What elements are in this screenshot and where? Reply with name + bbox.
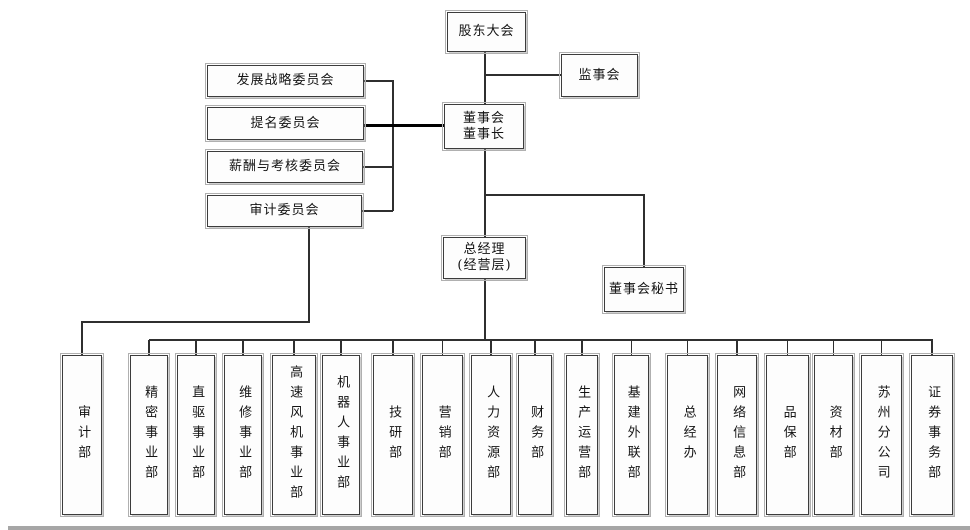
node-label: 股东大会 [458, 24, 515, 39]
connector-line [364, 80, 393, 82]
node-label: 营销部 [435, 405, 451, 465]
connector-line [340, 340, 342, 355]
node-committee-remuneration-appraisal: 薪酬与考核委员会 [205, 149, 365, 185]
connector-line [392, 340, 394, 355]
node-label: 董事会秘书 [608, 281, 679, 297]
node-supervisory-board: 监事会 [559, 52, 640, 99]
node-label-line2: 董事长 [462, 126, 505, 142]
connector-line [441, 340, 443, 355]
node-label: 苏州分公司 [874, 385, 890, 485]
node-label: 基建外联部 [624, 385, 640, 485]
connector-line [832, 340, 834, 355]
node-department: 维修事业部 [222, 353, 264, 517]
connector-line [581, 340, 583, 355]
node-committee-audit: 审计委员会 [205, 193, 364, 229]
connector-line [484, 74, 562, 76]
node-committee-nomination: 提名委员会 [205, 105, 366, 142]
node-department: 审计部 [60, 353, 104, 517]
connector-line [880, 340, 882, 355]
node-department: 财务部 [516, 353, 554, 517]
node-label: 人力资源部 [484, 385, 500, 485]
connector-line [484, 149, 486, 238]
node-label-line2: (经营层) [457, 258, 512, 273]
connector-line [81, 321, 83, 355]
node-board-of-directors: 董事会 董事长 [442, 102, 526, 151]
node-label: 生产运营部 [575, 385, 591, 485]
node-department: 证券事务部 [909, 353, 955, 517]
connector-line [363, 166, 393, 168]
connector-line [392, 80, 394, 211]
node-label: 技研部 [386, 405, 402, 465]
node-shareholders-meeting: 股东大会 [445, 10, 528, 54]
node-general-manager: 总经理 (经营层) [441, 235, 528, 281]
connector-line [786, 340, 788, 355]
node-label: 监事会 [578, 67, 621, 83]
node-label: 网络信息部 [730, 385, 746, 485]
connector-line [149, 339, 933, 341]
node-label: 品保部 [780, 405, 796, 465]
node-label: 财务部 [528, 405, 544, 465]
node-label-line1: 总经理 [463, 242, 506, 257]
connector-line-emphasis [364, 124, 445, 127]
node-board-secretary: 董事会秘书 [602, 265, 686, 314]
connector-line [293, 340, 295, 355]
node-label: 精密事业部 [142, 385, 158, 485]
connector-line [484, 279, 486, 341]
connector-line [484, 194, 644, 196]
connector-line [931, 340, 933, 355]
node-department: 网络信息部 [715, 353, 759, 517]
node-label: 直驱事业部 [189, 385, 205, 485]
node-department: 机器人事业部 [320, 353, 362, 517]
connector-line [630, 340, 632, 355]
node-label: 机器人事业部 [334, 375, 350, 495]
node-label-line1: 董事会 [462, 110, 505, 126]
connector-line [81, 321, 310, 323]
node-label: 提名委员会 [250, 115, 321, 131]
node-department: 总经办 [665, 353, 710, 517]
node-label: 资材部 [826, 405, 842, 465]
node-label: 维修事业部 [236, 385, 252, 485]
node-department: 技研部 [371, 353, 415, 517]
node-department: 直驱事业部 [175, 353, 217, 517]
node-label: 总经办 [680, 405, 696, 465]
connector-line [195, 340, 197, 355]
connector-line [534, 340, 536, 355]
node-department: 品保部 [764, 353, 811, 517]
node-department: 资材部 [812, 353, 855, 517]
connector-line [148, 340, 150, 355]
page-bottom-edge [8, 526, 970, 530]
connector-line [484, 52, 486, 105]
connector-line [736, 340, 738, 355]
node-label: 发展战略委员会 [236, 73, 335, 88]
connector-line [242, 340, 244, 355]
node-department: 生产运营部 [564, 353, 600, 517]
node-label: 证券事务部 [925, 385, 941, 485]
node-department: 基建外联部 [612, 353, 651, 517]
node-department: 营销部 [420, 353, 465, 517]
connector-line [686, 340, 688, 355]
node-department: 精密事业部 [128, 353, 170, 517]
node-label: 审计委员会 [249, 203, 320, 218]
node-department: 高速风机事业部 [270, 353, 318, 517]
node-label: 薪酬与考核委员会 [228, 159, 341, 174]
connector-line [308, 227, 310, 322]
node-label: 审计部 [75, 405, 91, 465]
connector-line [362, 210, 393, 212]
connector-line [490, 340, 492, 355]
node-department: 人力资源部 [469, 353, 513, 517]
connector-line [643, 194, 645, 268]
node-label: 高速风机事业部 [287, 365, 303, 505]
node-department: 苏州分公司 [859, 353, 904, 517]
node-committee-development-strategy: 发展战略委员会 [205, 63, 366, 99]
